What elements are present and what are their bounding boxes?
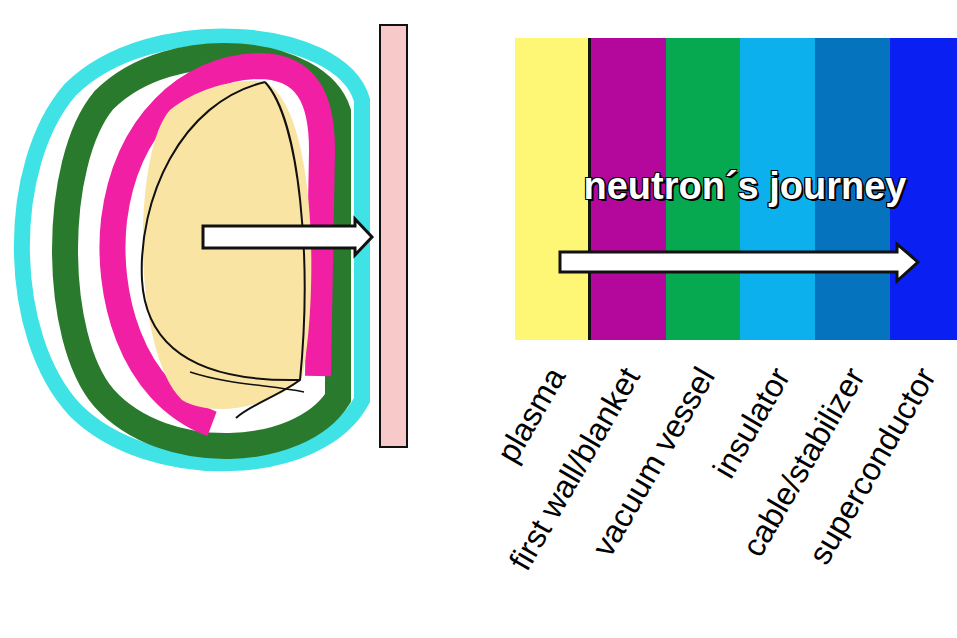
- vacuum-vessel-ring: [65, 56, 338, 446]
- layer-band: plasma: [515, 38, 590, 340]
- cryostat-outline: [22, 36, 362, 463]
- divertor-leg: [190, 372, 304, 392]
- layer-label: plasma: [489, 361, 572, 469]
- neutron-arrow: [203, 219, 372, 255]
- journey-arrow: [560, 244, 918, 281]
- magnet-coil-bar: [380, 25, 407, 447]
- separatrix-line: [236, 82, 305, 418]
- journey-label: neutron´s journey: [583, 166, 906, 208]
